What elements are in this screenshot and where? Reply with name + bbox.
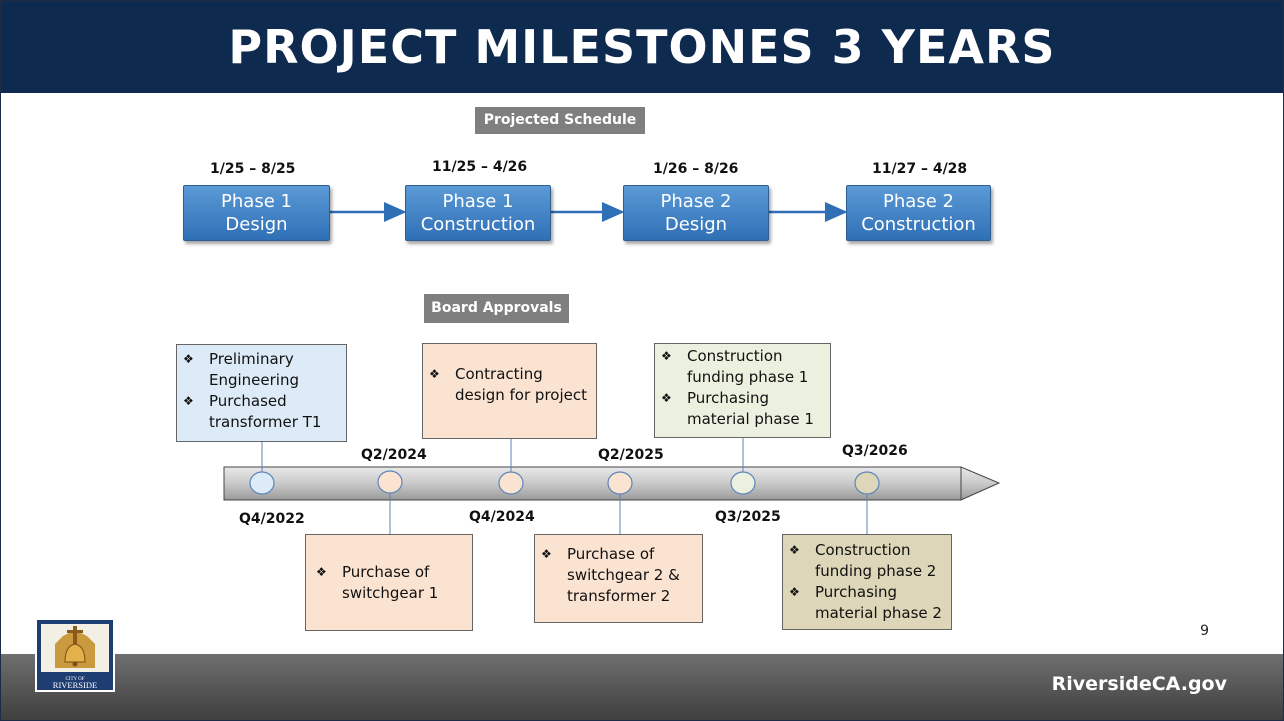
phase-box-line2: Construction bbox=[861, 214, 976, 235]
quarter-label-q4-2024: Q4/2024 bbox=[469, 509, 535, 525]
quarter-label-q2-2024: Q2/2024 bbox=[361, 447, 427, 463]
diamond-bullet-icon: ❖ bbox=[429, 367, 440, 381]
milestone-circle-q2-2025 bbox=[607, 471, 633, 495]
phase-box-line1: Phase 1 bbox=[221, 191, 292, 212]
phase-1-design-box: Phase 1 Design bbox=[183, 185, 330, 241]
svg-text:CITY OF: CITY OF bbox=[65, 677, 84, 682]
note-item: Construction funding phase 1 bbox=[687, 347, 809, 386]
slide-title: PROJECT MILESTONES 3 YEARS bbox=[228, 20, 1056, 74]
phase-box-line2: Design bbox=[664, 214, 728, 235]
approval-note-q4-2024: ❖ Contracting design for project bbox=[422, 343, 597, 439]
note-item: Purchase of switchgear 2 & transformer 2 bbox=[567, 545, 680, 605]
board-approvals-heading: Board Approvals bbox=[424, 294, 569, 323]
page-number: 9 bbox=[1200, 623, 1209, 639]
quarter-label-q4-2022: Q4/2022 bbox=[239, 511, 305, 527]
diamond-bullet-icon: ❖ bbox=[661, 391, 672, 405]
projected-schedule-heading: Projected Schedule bbox=[475, 107, 645, 134]
milestone-circle-q3-2025 bbox=[730, 471, 756, 495]
phase-2-construction-date: 11/27 – 4/28 bbox=[872, 161, 968, 177]
note-item: Contracting design for project bbox=[455, 365, 587, 404]
diamond-bullet-icon: ❖ bbox=[183, 394, 194, 408]
quarter-label-q2-2025: Q2/2025 bbox=[598, 447, 664, 463]
note-item: Purchasing material phase 1 bbox=[687, 389, 814, 428]
milestone-circle-q4-2022 bbox=[249, 471, 275, 495]
phase-2-design-date: 1/26 – 8/26 bbox=[653, 161, 739, 177]
phase-box-line2: Design bbox=[225, 214, 288, 235]
phase-box-line1: Phase 1 bbox=[442, 191, 514, 212]
approval-note-q3-2025: ❖ Construction funding phase 1 ❖ Purchasin… bbox=[654, 343, 831, 438]
diamond-bullet-icon: ❖ bbox=[789, 543, 800, 557]
diamond-bullet-icon: ❖ bbox=[316, 565, 327, 579]
approval-note-q2-2024: ❖ Purchase of switchgear 1 bbox=[305, 534, 473, 631]
milestone-circle-q4-2024 bbox=[498, 471, 524, 495]
diagram-graphics bbox=[223, 202, 1001, 534]
phase-2-design-box: Phase 2 Design bbox=[623, 185, 769, 241]
phase-1-construction-box: Phase 1 Construction bbox=[405, 185, 551, 241]
quarter-label-q3-2026: Q3/2026 bbox=[842, 443, 908, 459]
note-item: Purchasing material phase 2 bbox=[815, 583, 942, 622]
phase-box-line2: Construction bbox=[420, 214, 536, 235]
milestone-circle-q3-2026 bbox=[854, 471, 880, 495]
approval-note-q2-2025: ❖ Purchase of switchgear 2 & transformer … bbox=[534, 534, 703, 623]
diamond-bullet-icon: ❖ bbox=[789, 585, 800, 599]
quarter-label-q3-2025: Q3/2025 bbox=[715, 509, 781, 525]
diamond-bullet-icon: ❖ bbox=[183, 352, 194, 366]
milestone-circle-q2-2024 bbox=[377, 470, 403, 494]
note-item: Purchased transformer T1 bbox=[209, 392, 322, 431]
phase-1-design-date: 1/25 – 8/25 bbox=[210, 161, 296, 177]
note-item: Preliminary Engineering bbox=[209, 350, 299, 389]
footer-bar bbox=[1, 654, 1283, 720]
phase-1-construction-date: 11/25 – 4/26 bbox=[432, 159, 528, 175]
diamond-bullet-icon: ❖ bbox=[541, 547, 552, 561]
svg-text:RIVERSIDE: RIVERSIDE bbox=[53, 680, 97, 690]
phase-box-line1: Phase 2 bbox=[660, 191, 732, 212]
note-item: Purchase of switchgear 1 bbox=[342, 563, 439, 602]
phase-2-construction-box: Phase 2 Construction bbox=[846, 185, 991, 241]
approval-note-q3-2026: ❖ Construction funding phase 2 ❖ Purchasin… bbox=[782, 534, 952, 630]
city-of-riverside-bell-logo-icon: CITY OF RIVERSIDE bbox=[35, 618, 115, 692]
footer-website-link[interactable]: RiversideCA.gov bbox=[1051, 673, 1227, 695]
note-item: Construction funding phase 2 bbox=[815, 541, 937, 580]
approval-note-q4-2022: ❖ Preliminary Engineering ❖ Purchased tran… bbox=[176, 344, 347, 442]
title-bar: PROJECT MILESTONES 3 YEARS bbox=[1, 1, 1283, 93]
phase-box-line1: Phase 2 bbox=[883, 191, 954, 212]
diamond-bullet-icon: ❖ bbox=[661, 349, 672, 363]
